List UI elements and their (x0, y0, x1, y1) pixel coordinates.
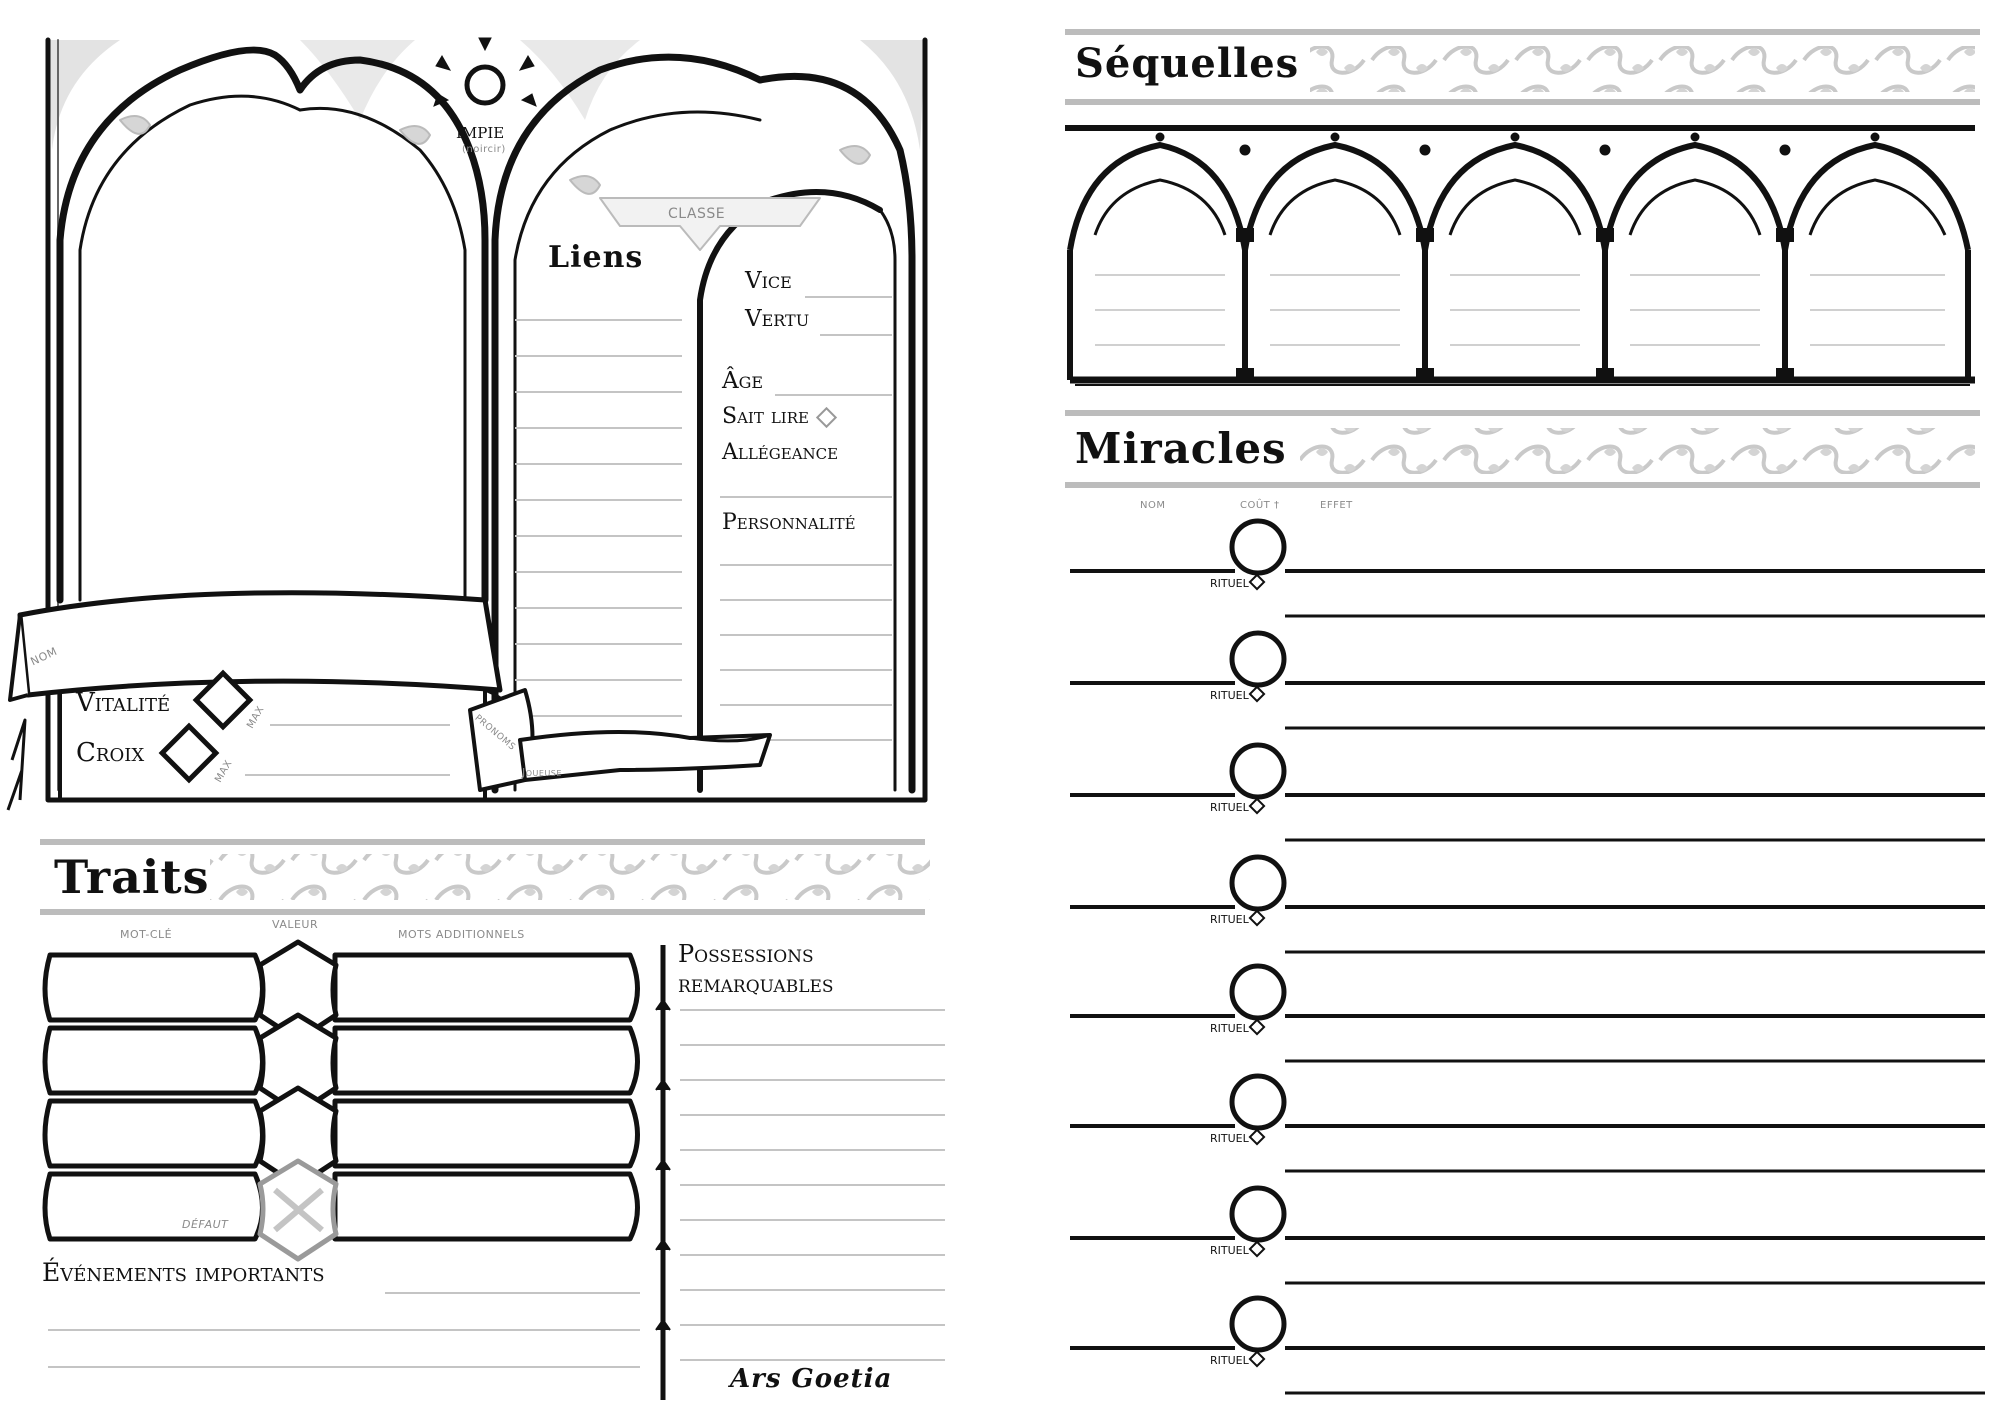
sequelles-header-ornament (1065, 29, 1980, 105)
rituel-label-1: RITUEL (1210, 577, 1249, 590)
col-valeur: VALEUR (272, 918, 319, 931)
liens-lines (515, 319, 682, 717)
rituel-label-4: RITUEL (1210, 913, 1249, 926)
events-lines (48, 1292, 640, 1368)
traits-header-ornament (40, 839, 930, 915)
stat-diamonds (158, 669, 254, 784)
sequelles-lines (1095, 274, 1945, 346)
possessions-divider (655, 945, 671, 1400)
col-cout: COÛT † (1240, 500, 1280, 511)
col-mots: MOTS ADDITIONNELS (398, 928, 525, 941)
col-nom: NOM (1140, 500, 1166, 511)
sait-lire-checkbox[interactable] (815, 406, 838, 428)
impie-label: IMPIE (456, 124, 505, 142)
rituel-label-3: RITUEL (1210, 801, 1249, 814)
allegeance-label: Allégeance (722, 440, 839, 465)
rituel-label-7: RITUEL (1210, 1244, 1249, 1257)
miracle-row-8 (1070, 1295, 1985, 1395)
sequelles-arcade (1065, 125, 1975, 386)
miracle-row-6 (1070, 1073, 1985, 1173)
sait-lire-label: Sait lire (722, 404, 809, 429)
ars-goetia-logo: Ars Goetia (730, 1364, 893, 1394)
traits-title: Traits (54, 850, 210, 904)
vitalite-label: Vitalité (76, 688, 171, 718)
possessions-lines (680, 1009, 945, 1361)
sait-lire-row: Sait lire (722, 404, 838, 429)
evenements-label: Événements importants (42, 1258, 325, 1287)
miracles-title: Miracles (1075, 424, 1287, 473)
rituel-label-5: RITUEL (1210, 1022, 1249, 1035)
col-motcle: MOT-CLÉ (120, 928, 173, 941)
miracle-row-2 (1070, 630, 1985, 730)
miracle-row-3 (1070, 742, 1985, 842)
rituel-label-6: RITUEL (1210, 1132, 1249, 1145)
possessions-label-1: Possessions (678, 940, 814, 968)
joueuse-label: Joueuse (522, 766, 562, 779)
rituel-label-8: RITUEL (1210, 1354, 1249, 1367)
name-scroll (6, 590, 772, 811)
miracle-row-7 (1070, 1185, 1985, 1285)
possessions-label-2: remarquables (678, 970, 834, 998)
impie-sun-icon (433, 37, 537, 107)
liens-title: Liens (548, 240, 644, 275)
miracle-rows (1070, 518, 1985, 1395)
miracles-header-ornament (1065, 410, 1980, 488)
personnalite-label: Personnalité (722, 510, 856, 535)
defaut-label: DÉFAUT (182, 1218, 229, 1231)
croix-label: Croix (76, 738, 145, 768)
stat-lines (245, 724, 450, 776)
trait-rows (42, 939, 640, 1262)
miracle-row-4 (1070, 854, 1985, 954)
impie-note: (noircir) (462, 144, 506, 155)
vice-label: Vice (745, 268, 792, 294)
classe-label: CLASSE (668, 206, 726, 222)
rituel-label-2: RITUEL (1210, 689, 1249, 702)
sequelles-title: Séquelles (1075, 40, 1300, 87)
miracle-row-5 (1070, 963, 1985, 1063)
miracle-row-1 (1070, 518, 1985, 618)
vertu-label: Vertu (745, 306, 810, 332)
col-effet: EFFET (1320, 500, 1353, 511)
age-label: Âge (722, 368, 764, 394)
